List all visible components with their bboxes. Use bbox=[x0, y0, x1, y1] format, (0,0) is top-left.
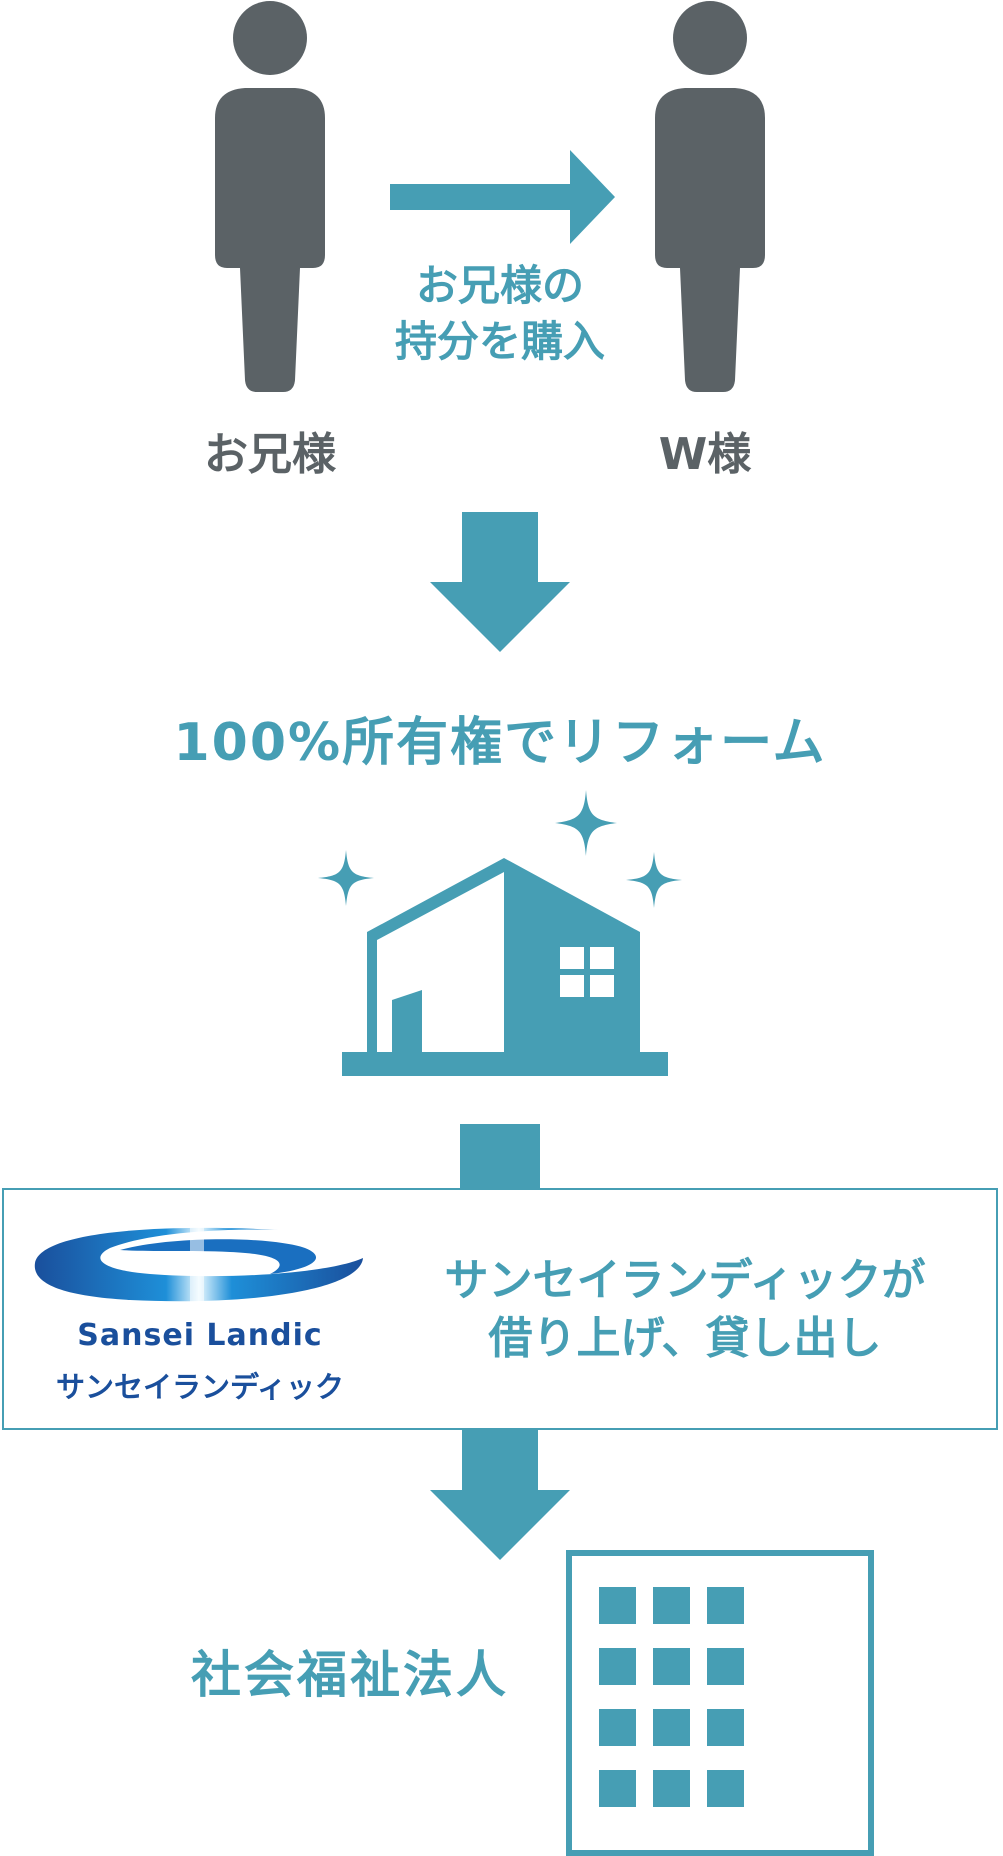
brand-name-en: Sansei Landic bbox=[77, 1318, 323, 1353]
office-building-icon bbox=[566, 1550, 874, 1856]
person-icon bbox=[655, 1, 765, 392]
landic-label: サンセイランディックが 借り上げ、貸し出し bbox=[385, 1252, 985, 1368]
landic-box bbox=[2, 1188, 998, 1430]
sansei-landic-logo bbox=[34, 1226, 363, 1302]
person-icon bbox=[215, 1, 325, 392]
sparkle-icon bbox=[555, 790, 617, 856]
down-arrow-icon bbox=[430, 1430, 570, 1560]
landic-line2: 借り上げ、貸し出し bbox=[488, 1313, 882, 1364]
sparkle-icon bbox=[626, 852, 682, 908]
purchase-label: お兄様の 持分を購入 bbox=[330, 258, 670, 370]
sparkle-icon bbox=[318, 850, 374, 906]
right-arrow-icon bbox=[390, 150, 615, 244]
purchase-line2: 持分を購入 bbox=[394, 317, 605, 366]
reform-label: 100%所有権でリフォーム bbox=[173, 713, 827, 773]
house-icon bbox=[318, 790, 682, 1076]
left-person-label: お兄様 bbox=[204, 429, 336, 480]
landic-line1: サンセイランディックが bbox=[444, 1255, 926, 1306]
connector-bar bbox=[460, 1124, 540, 1190]
purchase-line1: お兄様の bbox=[415, 261, 584, 310]
right-person-label: W様 bbox=[658, 429, 752, 480]
welfare-label: 社会福祉法人 bbox=[191, 1646, 509, 1704]
brand-name-ja: サンセイランディック bbox=[56, 1370, 344, 1404]
down-arrow-icon bbox=[430, 512, 570, 652]
